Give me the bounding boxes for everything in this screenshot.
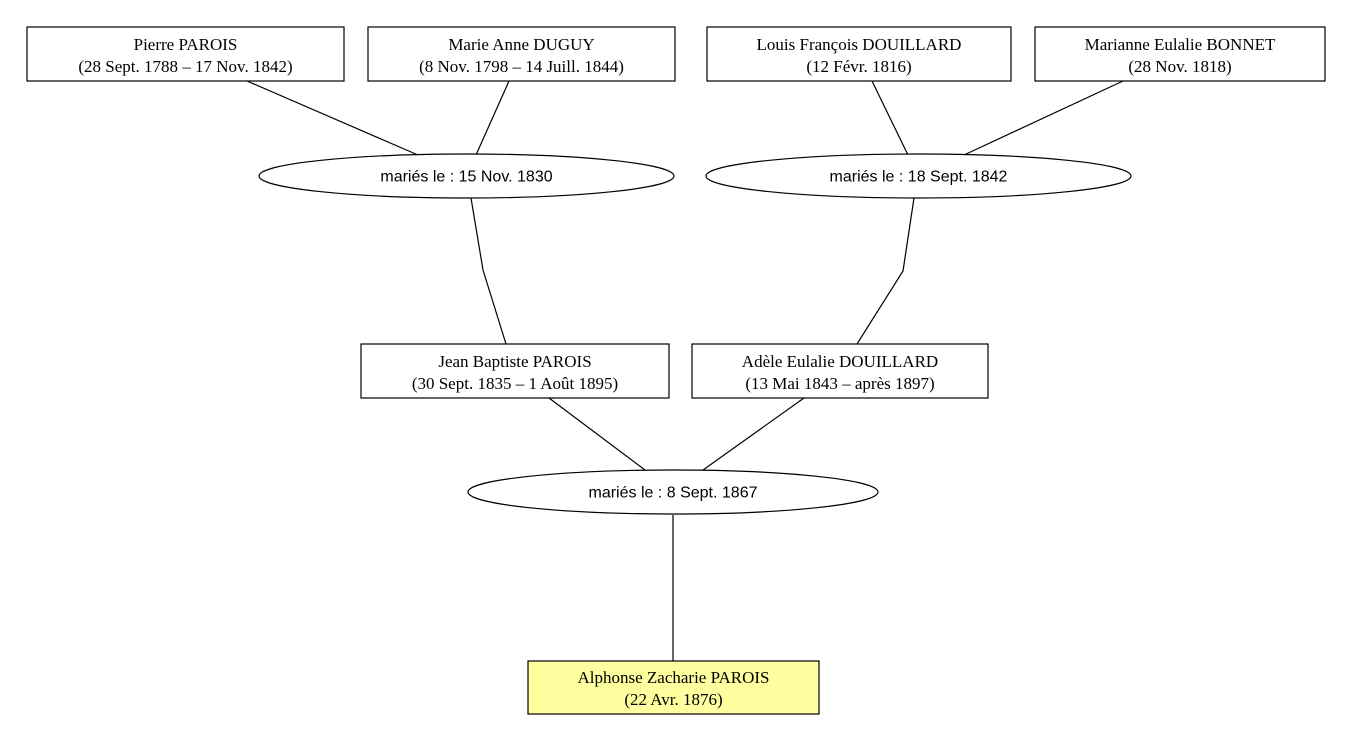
person-node-adele-eulalie-douillard: Adèle Eulalie DOUILLARD (13 Mai 1843 – a… xyxy=(691,343,989,399)
union-label: mariés le : 8 Sept. 1867 xyxy=(589,485,758,502)
person-name: Alphonse Zacharie PAROIS xyxy=(577,668,769,687)
person-name: Marianne Eulalie BONNET xyxy=(1085,35,1276,54)
person-box-highlighted xyxy=(527,660,820,715)
edge-louis-union-1842 xyxy=(871,80,909,156)
person-box xyxy=(360,343,670,399)
person-dates: (12 Févr. 1816) xyxy=(806,57,911,76)
person-box xyxy=(1034,26,1326,82)
union-node-1867: mariés le : 8 Sept. 1867 xyxy=(467,469,879,515)
person-name: Pierre PAROIS xyxy=(134,35,238,54)
edge-union-1842-adele xyxy=(856,197,915,345)
edge-marie-anne-union-1830 xyxy=(475,80,510,156)
person-box xyxy=(26,26,345,82)
person-name: Marie Anne DUGUY xyxy=(448,35,594,54)
person-box xyxy=(367,26,676,82)
person-node-jean-baptiste-parois: Jean Baptiste PAROIS (30 Sept. 1835 – 1 … xyxy=(360,343,670,399)
person-name: Louis François DOUILLARD xyxy=(757,35,962,54)
union-node-1830: mariés le : 15 Nov. 1830 xyxy=(258,153,675,199)
person-node-louis-francois-douillard: Louis François DOUILLARD (12 Févr. 1816) xyxy=(706,26,1012,82)
person-node-pierre-parois: Pierre PAROIS (28 Sept. 1788 – 17 Nov. 1… xyxy=(26,26,345,82)
edge-union-1830-jean xyxy=(470,197,507,345)
person-name: Adèle Eulalie DOUILLARD xyxy=(742,352,938,371)
union-ellipse xyxy=(258,153,675,199)
person-box xyxy=(706,26,1012,82)
person-node-alphonse-zacharie-parois: Alphonse Zacharie PAROIS (22 Avr. 1876) xyxy=(527,660,820,715)
edge-adele-union-1867 xyxy=(702,397,805,471)
union-ellipse xyxy=(705,153,1132,199)
edge-jean-union-1867 xyxy=(548,397,646,471)
union-label: mariés le : 15 Nov. 1830 xyxy=(380,169,552,186)
person-dates: (30 Sept. 1835 – 1 Août 1895) xyxy=(412,374,618,393)
tree-edges xyxy=(246,80,1124,661)
person-dates: (22 Avr. 1876) xyxy=(624,690,722,709)
person-name: Jean Baptiste PAROIS xyxy=(438,352,591,371)
edge-marianne-union-1842 xyxy=(963,80,1124,156)
union-label: mariés le : 18 Sept. 1842 xyxy=(830,169,1008,186)
person-box xyxy=(691,343,989,399)
person-dates: (13 Mai 1843 – après 1897) xyxy=(745,374,934,393)
person-dates: (28 Sept. 1788 – 17 Nov. 1842) xyxy=(78,57,292,76)
person-node-marie-anne-duguy: Marie Anne DUGUY (8 Nov. 1798 – 14 Juill… xyxy=(367,26,676,82)
person-dates: (28 Nov. 1818) xyxy=(1128,57,1231,76)
edge-pierre-union-1830 xyxy=(246,80,419,156)
person-node-marianne-eulalie-bonnet: Marianne Eulalie BONNET (28 Nov. 1818) xyxy=(1034,26,1326,82)
union-ellipse xyxy=(467,469,879,515)
person-dates: (8 Nov. 1798 – 14 Juill. 1844) xyxy=(419,57,624,76)
union-node-1842: mariés le : 18 Sept. 1842 xyxy=(705,153,1132,199)
